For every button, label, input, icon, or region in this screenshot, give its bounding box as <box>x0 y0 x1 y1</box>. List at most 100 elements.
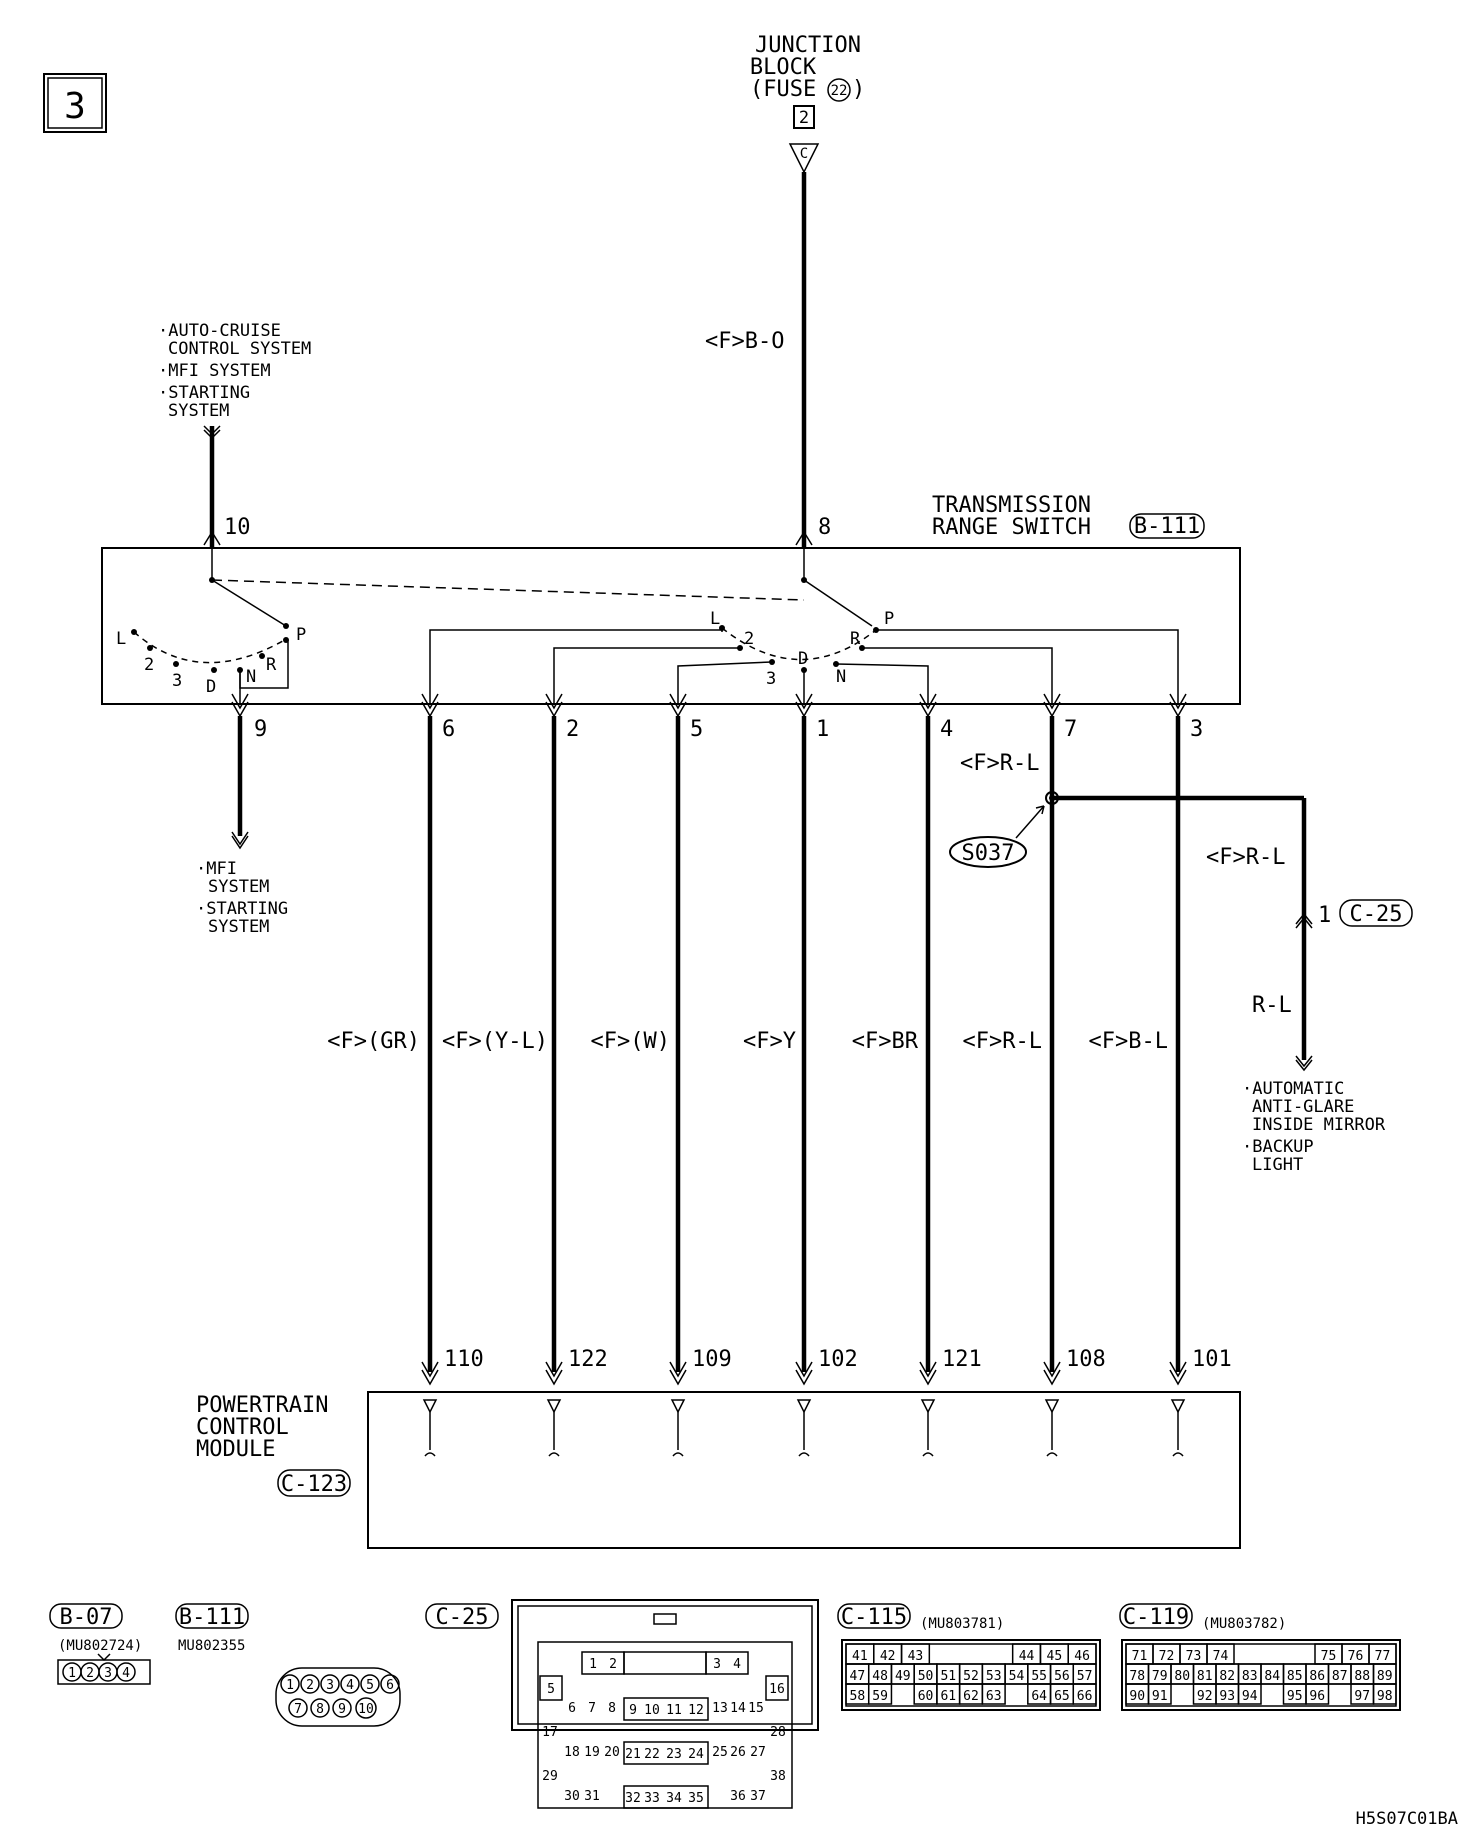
svg-text:D: D <box>206 677 216 697</box>
svg-text:3: 3 <box>713 1657 721 1672</box>
svg-text:8: 8 <box>818 515 831 540</box>
svg-text:7: 7 <box>588 1701 596 1716</box>
svg-text:3: 3 <box>104 1666 112 1681</box>
pin-number: 44 <box>1019 1649 1035 1664</box>
pin-cell <box>1147 1683 1172 1705</box>
connector-c-115: C-115 (MU803781) <box>837 1603 1101 1711</box>
pin-number: 86 <box>1309 1669 1325 1684</box>
svg-text:12: 12 <box>688 1703 704 1718</box>
svg-text:19: 19 <box>584 1745 600 1760</box>
svg-text:<F>R-L: <F>R-L <box>963 1029 1042 1054</box>
svg-text:3: 3 <box>326 1678 334 1693</box>
transmission-range-switch <box>101 547 1241 705</box>
svg-text:(MU802724): (MU802724) <box>58 1638 142 1654</box>
svg-text:16: 16 <box>769 1682 785 1697</box>
svg-text:·STARTING: ·STARTING <box>158 383 250 403</box>
svg-text:<F>Y: <F>Y <box>743 1029 796 1054</box>
pin-number: 84 <box>1264 1669 1280 1684</box>
svg-text:22: 22 <box>644 1747 660 1762</box>
svg-text:·MFI SYSTEM: ·MFI SYSTEM <box>158 361 271 381</box>
svg-text:·BACKUP: ·BACKUP <box>1242 1137 1314 1157</box>
pin-number: 66 <box>1077 1689 1093 1704</box>
svg-text:110: 110 <box>444 1347 484 1372</box>
pin-number: 82 <box>1219 1669 1235 1684</box>
pin-number: 55 <box>1031 1669 1047 1684</box>
svg-text:10: 10 <box>224 515 251 540</box>
svg-text:C-119: C-119 <box>1123 1605 1189 1630</box>
svg-text:<F>(Y-L): <F>(Y-L) <box>442 1029 548 1054</box>
junction-block: JUNCTION BLOCK (FUSE 22 ) 2 C <box>750 33 865 174</box>
svg-text:C: C <box>800 146 808 162</box>
svg-text:18: 18 <box>564 1745 580 1760</box>
pin-number: 41 <box>852 1649 868 1664</box>
svg-text:1: 1 <box>286 1678 294 1693</box>
svg-text:C-25: C-25 <box>436 1605 489 1630</box>
pin-number: 96 <box>1309 1689 1325 1704</box>
svg-text:1: 1 <box>816 717 829 742</box>
svg-text:14: 14 <box>730 1701 746 1716</box>
pin-cell <box>867 1683 893 1705</box>
svg-text:R: R <box>850 629 861 649</box>
pin-number: 80 <box>1174 1669 1190 1684</box>
svg-text:31: 31 <box>584 1789 600 1804</box>
pin-number: 47 <box>850 1669 866 1684</box>
svg-text:MODULE: MODULE <box>196 1437 275 1462</box>
pin-number: 51 <box>940 1669 956 1684</box>
svg-text:38: 38 <box>770 1769 786 1784</box>
pin-number: 71 <box>1132 1649 1148 1664</box>
svg-text:9: 9 <box>338 1702 346 1717</box>
svg-text:9: 9 <box>254 717 267 742</box>
svg-text:6: 6 <box>442 717 455 742</box>
svg-text:6: 6 <box>568 1701 576 1716</box>
svg-text:1: 1 <box>1318 903 1331 928</box>
pin-number: 48 <box>872 1669 888 1684</box>
svg-text:2: 2 <box>566 717 579 742</box>
svg-text:20: 20 <box>604 1745 620 1760</box>
svg-text:<F>B-L: <F>B-L <box>1089 1029 1168 1054</box>
trs-bottom-pins: 9 6 2 5 1 4 7 3 <box>231 693 1203 742</box>
svg-text:33: 33 <box>644 1791 660 1806</box>
svg-text:37: 37 <box>750 1789 766 1804</box>
svg-text:<F>R-L: <F>R-L <box>960 751 1039 776</box>
svg-text:N: N <box>246 667 256 687</box>
connector-b-111: B-111 MU802355 1 2 3 4 5 6 7 8 9 10 <box>175 1603 401 1727</box>
svg-text:102: 102 <box>818 1347 858 1372</box>
svg-text:·MFI: ·MFI <box>196 859 237 879</box>
svg-text:15: 15 <box>748 1701 764 1716</box>
svg-text:CONTROL: CONTROL <box>196 1415 289 1440</box>
pin-number: 59 <box>872 1689 888 1704</box>
svg-text:C-25: C-25 <box>1350 902 1403 927</box>
page-number-box <box>43 73 107 133</box>
pin-number: 43 <box>908 1649 924 1664</box>
pin-number: 91 <box>1152 1689 1168 1704</box>
pcm-pins: 110 122 109 102 121 108 101 <box>421 1347 1232 1386</box>
pin-number: 56 <box>1054 1669 1070 1684</box>
svg-text:10: 10 <box>358 1702 374 1717</box>
svg-text:36: 36 <box>730 1789 746 1804</box>
upper-left-destinations: ·AUTO-CRUISE CONTROL SYSTEM ·MFI SYSTEM … <box>158 321 311 421</box>
pin-number: 87 <box>1332 1669 1348 1684</box>
svg-text:MU802355: MU802355 <box>178 1638 245 1654</box>
pcm-terminals <box>422 1399 1186 1457</box>
pin-cell <box>1237 1683 1262 1705</box>
pin-number: 75 <box>1321 1649 1337 1664</box>
connector-b-07: B-07 (MU802724) 1 2 3 4 <box>49 1603 151 1685</box>
svg-text:121: 121 <box>942 1347 982 1372</box>
svg-text:5: 5 <box>547 1682 555 1697</box>
pin-number: 95 <box>1287 1689 1303 1704</box>
svg-text:SYSTEM: SYSTEM <box>208 917 269 937</box>
pin-number: 61 <box>940 1689 956 1704</box>
svg-text:·STARTING: ·STARTING <box>196 899 288 919</box>
pin-number: 72 <box>1159 1649 1175 1664</box>
svg-text:24: 24 <box>688 1747 704 1762</box>
svg-text:29: 29 <box>542 1769 558 1784</box>
svg-text:23: 23 <box>666 1747 682 1762</box>
svg-text:<F>(GR): <F>(GR) <box>327 1029 420 1054</box>
svg-text:26: 26 <box>730 1745 746 1760</box>
svg-text:2: 2 <box>744 629 754 649</box>
svg-text:LIGHT: LIGHT <box>1252 1155 1303 1175</box>
svg-text:5: 5 <box>690 717 703 742</box>
svg-text:7: 7 <box>294 1702 302 1717</box>
svg-text:ANTI-GLARE: ANTI-GLARE <box>1252 1097 1354 1117</box>
